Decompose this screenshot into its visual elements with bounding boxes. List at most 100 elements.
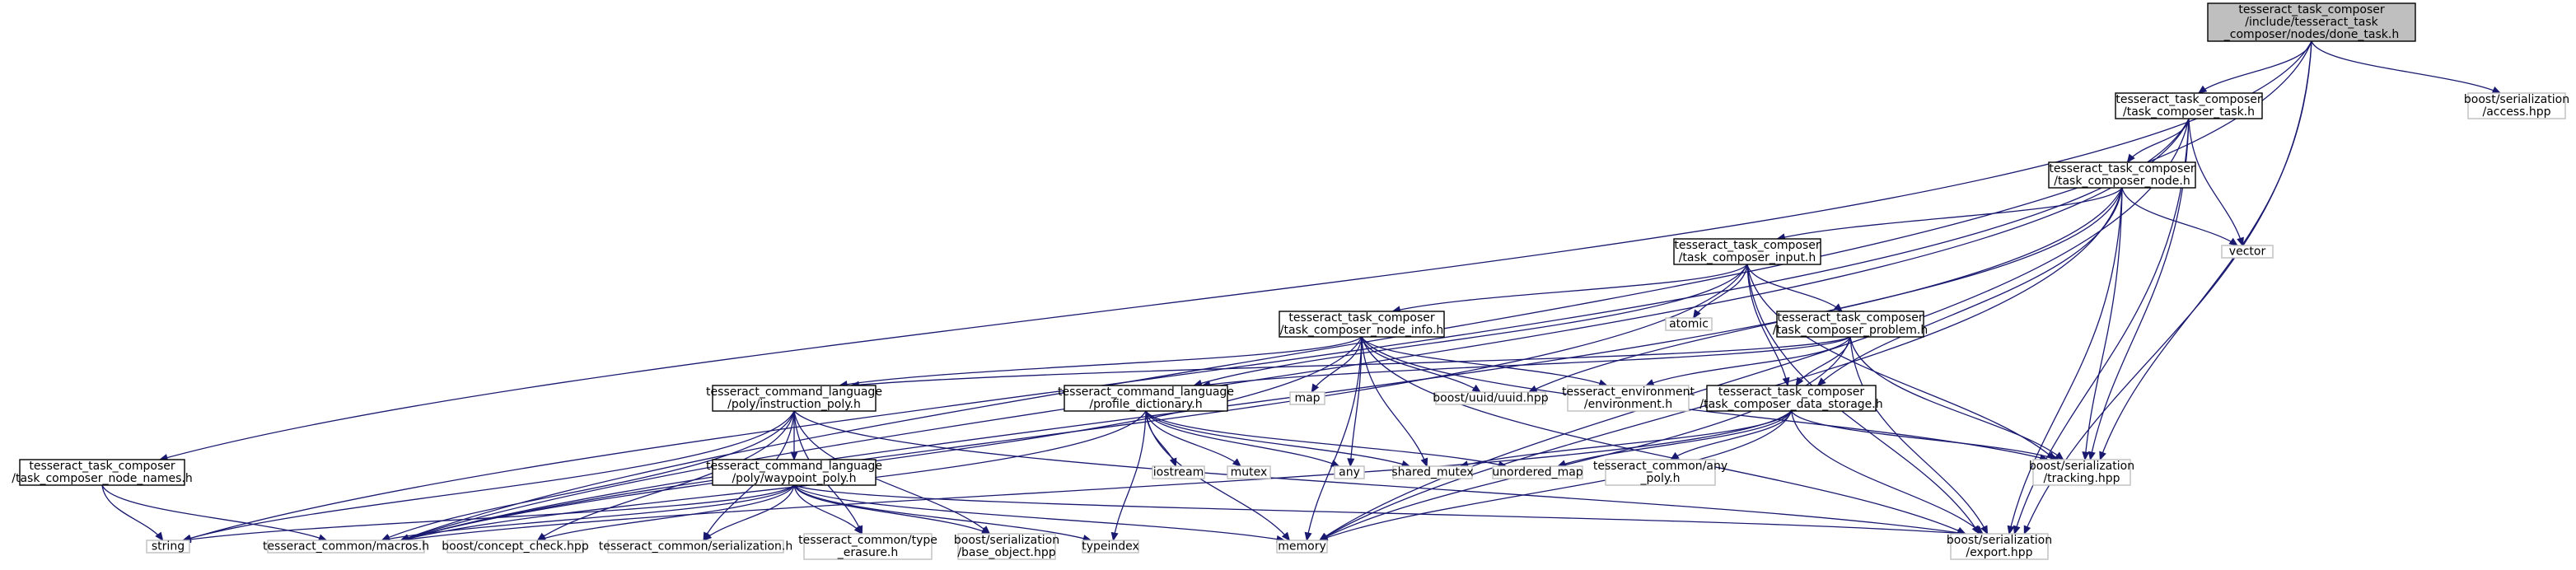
edge-line (1112, 410, 1147, 541)
node-instruction-poly[interactable]: tesseract_command_language/poly/instruct… (706, 385, 882, 412)
node-label-line: tesseract_task_composer (1777, 311, 1924, 325)
edge-line (400, 264, 1748, 541)
edge-waypoint-poly-to-serialization (703, 484, 795, 541)
node-label-line: tesseract_task_composer (1674, 239, 1821, 252)
node-label-line: /task_composer_input.h (1679, 251, 1816, 264)
edge-done-task-to-node-names (158, 40, 2312, 461)
node-box (267, 540, 425, 554)
node-memory: memory (1276, 540, 1328, 554)
edge-line (1746, 264, 1788, 386)
dependency-nodes: tesseract_task_composer/include/tesserac… (12, 2, 2569, 560)
edge-line (1349, 336, 1363, 467)
edge-task-composer-problem-to-export (1849, 336, 1989, 535)
edge-line (1145, 410, 1339, 467)
node-label-line: memory (1278, 540, 1326, 554)
edge-arrowhead (853, 525, 863, 535)
edge-task-composer-input-to-task-composer-problem (1746, 264, 1843, 312)
edge-arrowhead (1833, 303, 1843, 312)
node-node-names[interactable]: tesseract_task_composer/task_composer_no… (12, 459, 193, 486)
edge-profile-dictionary-to-mutex (1145, 410, 1241, 467)
edge-profile-dictionary-to-unordered-map (1145, 410, 1508, 469)
edge-task-composer-node-info-to-any (1347, 336, 1363, 468)
edge-waypoint-poly-to-type-erasure (793, 484, 863, 535)
node-any: any (1334, 465, 1365, 479)
edge-arrowhead (1670, 451, 1680, 460)
node-done-task[interactable]: tesseract_task_composer/include/tesserac… (2207, 2, 2416, 42)
edge-arrowhead (2237, 236, 2244, 247)
node-label-line: boost/serialization (1947, 534, 2052, 547)
node-label-line: /tracking.hpp (2043, 472, 2120, 485)
edge-arrowhead (1782, 376, 1790, 387)
node-box (1289, 391, 1325, 405)
node-waypoint-poly[interactable]: tesseract_command_language/poly/waypoint… (706, 459, 882, 486)
edge-line (793, 484, 990, 535)
edge-arrowhead (1980, 525, 1989, 535)
node-atomic: atomic (1665, 317, 1713, 331)
node-type-erasure: tesseract_common/type_erasure.h (798, 533, 937, 560)
edge-line (1746, 264, 1980, 535)
node-task-composer-node[interactable]: tesseract_task_composer/task_composer_no… (2048, 161, 2196, 189)
edge-data-storage-to-export (1790, 410, 1984, 535)
edge-line (703, 484, 795, 541)
edge-task-composer-node-info-to-memory (1304, 336, 1363, 542)
edge-arrowhead (2055, 451, 2064, 460)
node-label-line: tesseract_common/serialization.h (599, 540, 793, 554)
edge-line (2126, 118, 2190, 163)
edge-task-composer-node-info-to-export (1361, 336, 1966, 535)
node-label-line: typeindex (1082, 540, 1139, 554)
edge-line (101, 484, 164, 541)
node-vector: vector (2221, 245, 2274, 259)
edge-line (101, 484, 327, 541)
edge-line (381, 410, 795, 541)
node-profile-dictionary[interactable]: tesseract_command_language/profile_dicti… (1058, 385, 1234, 412)
node-task-composer-input[interactable]: tesseract_task_composer/task_composer_in… (1673, 238, 1821, 265)
edge-node-names-to-string (101, 484, 164, 542)
edge-task-composer-problem-to-tracking (1849, 336, 2064, 460)
edge-line (159, 40, 2312, 460)
node-task-composer-task[interactable]: tesseract_task_composer/task_composer_ta… (2115, 92, 2263, 119)
edge-line (1849, 336, 1989, 535)
edge-line (1817, 187, 2123, 386)
node-label-line: /task_composer_task.h (2123, 105, 2255, 119)
node-box (712, 459, 877, 486)
node-label-line: tesseract_common/type (798, 534, 937, 547)
edge-task-composer-input-to-atomic (1692, 264, 1748, 320)
node-box (1673, 238, 1821, 265)
node-box (803, 533, 933, 560)
node-box (2048, 161, 2196, 189)
edge-line (1790, 410, 1984, 535)
edge-line (183, 484, 795, 541)
edge-line (1145, 410, 1241, 467)
node-label-line: tesseract_task_composer (1288, 311, 1435, 325)
edge-line (793, 484, 1285, 541)
node-data-storage[interactable]: tesseract_task_composer/task_composer_da… (1699, 385, 1883, 412)
node-label-line: unordered_map (1492, 466, 1583, 479)
edge-line (1746, 264, 1843, 312)
node-box (1706, 385, 1877, 412)
edge-line (851, 336, 1851, 386)
edge-line (400, 336, 1363, 541)
node-label-line: /task_composer_data_storage.h (1699, 398, 1882, 411)
edge-task-composer-node-to-tracking (2082, 187, 2123, 461)
node-label-line: tesseract_command_language (1058, 385, 1234, 399)
node-task-composer-problem[interactable]: tesseract_task_composer/task_composer_pr… (1773, 311, 1928, 338)
edge-line (1528, 187, 2123, 393)
edge-arrowhead (2087, 451, 2096, 461)
node-task-composer-node-info[interactable]: tesseract_task_composer/task_composer_no… (1279, 311, 1445, 338)
node-label-line: /task_composer_node_info.h (1280, 324, 1443, 337)
edge-line (1645, 336, 1851, 386)
node-label-line: tesseract_environment (1562, 385, 1695, 399)
edge-arrowhead (1692, 309, 1701, 320)
node-box (446, 540, 584, 554)
node-shared-mutex: shared_mutex (1391, 465, 1474, 479)
node-box (1152, 465, 1205, 479)
edge-arrowhead (2099, 451, 2106, 461)
node-box (1567, 385, 1690, 412)
edge-line (1557, 410, 1793, 467)
node-typeindex: typeindex (1082, 540, 1139, 554)
node-label-line: /include/tesseract_task (2245, 16, 2378, 29)
node-boost-access: boost/serialization/access.hpp (2464, 92, 2569, 119)
edge-line (2198, 40, 2312, 94)
node-box (1950, 533, 2049, 560)
